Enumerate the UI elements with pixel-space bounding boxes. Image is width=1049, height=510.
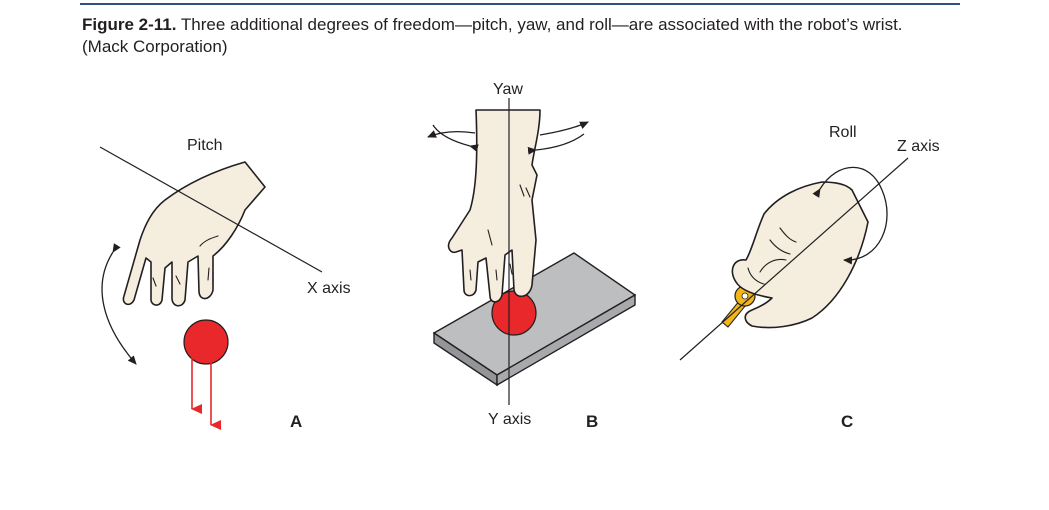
yaw-arrow-left-lower <box>427 130 476 138</box>
yaw-arrow-left-upper <box>432 124 479 152</box>
yaw-label: Yaw <box>493 81 523 98</box>
x-axis-line <box>99 146 323 273</box>
panel-a-letter: A <box>290 412 302 431</box>
y-axis-label: Y axis <box>488 411 531 428</box>
figure-label: Figure 2-11. <box>82 15 177 34</box>
z-axis-label: Z axis <box>897 138 940 155</box>
panel-c-roll: Roll Z axis C <box>679 124 940 431</box>
hand-a-illustration <box>122 161 266 307</box>
figure-caption: Figure 2-11. Three additional degrees of… <box>82 14 952 58</box>
pitch-label: Pitch <box>187 137 223 154</box>
caption-text: Three additional degrees of freedom—pitc… <box>82 15 903 56</box>
pitch-arc-arrow <box>101 243 137 365</box>
panel-a-pitch: Pitch X axis A <box>99 137 351 431</box>
yaw-arrow-right-lower <box>527 133 585 155</box>
x-axis-label: X axis <box>307 280 351 297</box>
yaw-arrow-right-upper <box>539 121 589 136</box>
panel-c-letter: C <box>841 412 853 431</box>
plate-right-side <box>496 293 636 387</box>
top-rule <box>80 3 960 5</box>
panel-b-letter: B <box>586 412 598 431</box>
hand-b-illustration <box>447 109 541 303</box>
roll-arc-arrow <box>812 166 888 265</box>
z-axis-line <box>679 157 909 361</box>
hand-c-illustration <box>731 181 869 329</box>
roll-label: Roll <box>829 124 857 141</box>
red-ball-a <box>183 319 229 365</box>
panel-b-yaw: Yaw Y axis B <box>427 81 637 431</box>
